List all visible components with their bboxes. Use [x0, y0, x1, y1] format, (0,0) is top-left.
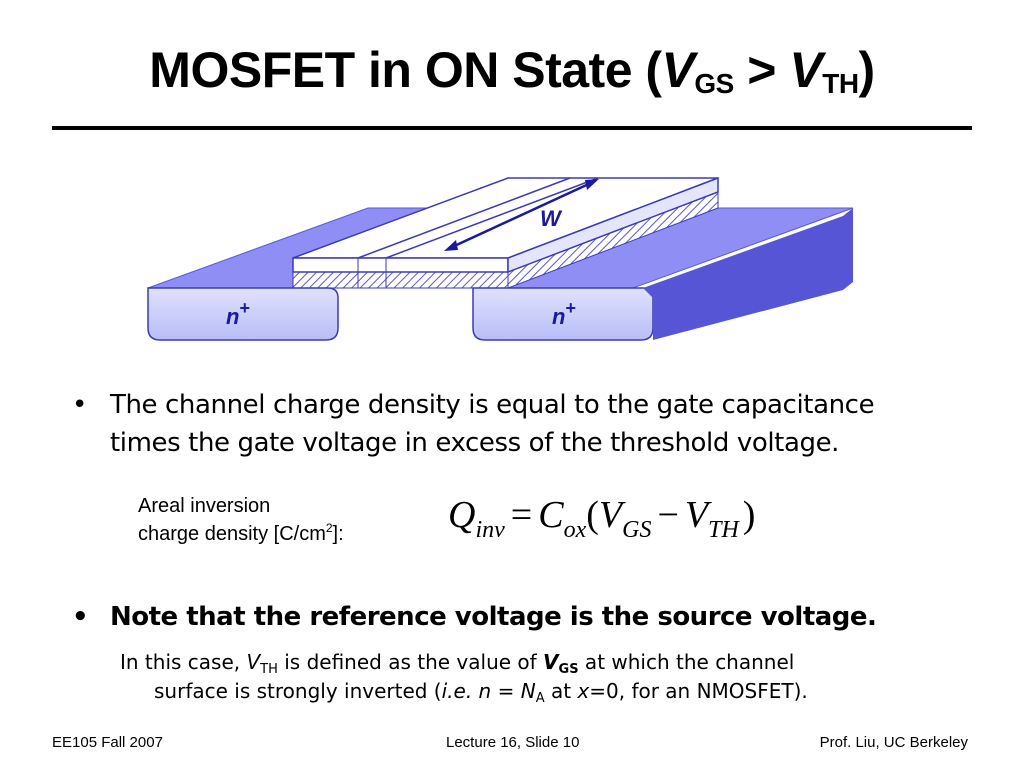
bullet-reference-voltage: • Note that the reference voltage is the…: [72, 598, 877, 636]
footer-author: Prof. Liu, UC Berkeley: [819, 734, 968, 751]
slide-title: MOSFET in ON State (VGS > VTH): [149, 42, 875, 99]
gate-side: [507, 176, 719, 274]
n-plus-drain-label: n+: [552, 298, 576, 329]
n-plus-source: [147, 287, 339, 341]
footer-slide-number: Lecture 16, Slide 10: [446, 734, 580, 751]
footer-course: EE105 Fall 2007: [52, 734, 163, 751]
areal-density-label: Areal inversion charge density [C/cm2]:: [138, 495, 344, 545]
bullet-dot: •: [72, 602, 89, 632]
gate-front: [292, 257, 509, 273]
bullet-channel-charge: • The channel charge density is equal to…: [72, 386, 972, 462]
oxide-front: [292, 271, 509, 289]
bullet-dot: •: [72, 390, 87, 420]
title-underline: [52, 126, 972, 130]
n-plus-source-label: n+: [226, 298, 250, 329]
inversion-charge-equation: Qinv=Cox(VGS−VTH): [448, 494, 756, 543]
mosfet-diagram: W n+ n+: [147, 176, 854, 341]
substrate-right-side: [843, 208, 853, 290]
width-label: W: [540, 206, 563, 231]
threshold-definition-note: In this case, VTH is defined as the valu…: [120, 650, 808, 706]
width-arrow: [449, 180, 594, 250]
bullet-list: • The channel charge density is equal to…: [72, 386, 972, 462]
